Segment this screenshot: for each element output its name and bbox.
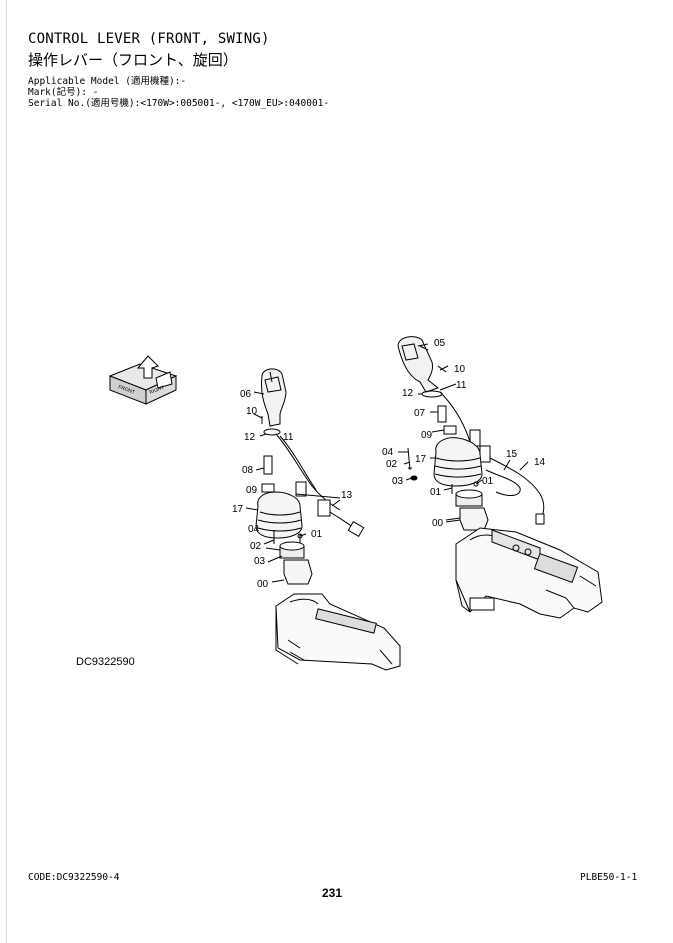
- callout-02: 02: [250, 541, 262, 552]
- left-lever-assembly: [245, 368, 401, 671]
- callout-09-right: 09: [421, 430, 433, 441]
- callout-00: 00: [257, 579, 269, 590]
- callout-17-right: 17: [415, 454, 427, 465]
- page-title-japanese: 操作レバー（フロント、旋回）: [28, 51, 238, 69]
- callout-11-right: 11: [456, 380, 467, 391]
- callout-03-right: 03: [392, 476, 404, 487]
- callout-12: 12: [244, 432, 256, 443]
- callout-00-right: 00: [432, 518, 444, 529]
- orientation-front-label: FRONT: [117, 384, 135, 396]
- callout-01-right-b: 01: [482, 476, 494, 487]
- callout-13: 13: [341, 490, 353, 501]
- callout-05: 05: [434, 338, 446, 349]
- callout-07: 07: [414, 408, 426, 419]
- leader-lines: [253, 343, 529, 563]
- callout-04-right: 04: [382, 447, 394, 458]
- serial-number-line: Serial No.(適用号機):<170W>:005001-, <170W_E…: [28, 98, 330, 109]
- callout-01-right-a: 01: [430, 487, 442, 498]
- drawing-code: DC9322590: [76, 656, 135, 668]
- callout-14: 14: [534, 457, 546, 468]
- callout-10-right: 10: [454, 364, 466, 375]
- callout-08: 08: [242, 465, 254, 476]
- footer-code: CODE:DC9322590-4: [28, 872, 120, 883]
- callout-01: 01: [311, 529, 323, 540]
- page-number: 231: [322, 886, 343, 900]
- callout-12-right: 12: [402, 388, 414, 399]
- callout-06: 06: [240, 389, 252, 400]
- callout-03: 03: [254, 556, 266, 567]
- page-title-english: CONTROL LEVER (FRONT, SWING): [28, 31, 270, 47]
- callout-15: 15: [506, 449, 518, 460]
- callout-11: 11: [283, 432, 294, 443]
- footer-reference: PLBE50-1-1: [580, 872, 638, 883]
- callout-17: 17: [232, 504, 244, 515]
- callout-02-right: 02: [386, 459, 398, 470]
- orientation-cube-icon: FRONT RIGHT: [108, 355, 178, 405]
- page-edge-rule: [6, 0, 7, 943]
- right-lever-assembly: [397, 336, 603, 619]
- orientation-right-label: RIGHT: [149, 385, 166, 396]
- callout-09: 09: [246, 485, 258, 496]
- mark-line: Mark(記号): -: [28, 87, 99, 98]
- callout-04: 04: [248, 524, 260, 535]
- callout-10: 10: [246, 406, 258, 417]
- applicable-model-line: Applicable Model (適用機種):-: [28, 76, 187, 87]
